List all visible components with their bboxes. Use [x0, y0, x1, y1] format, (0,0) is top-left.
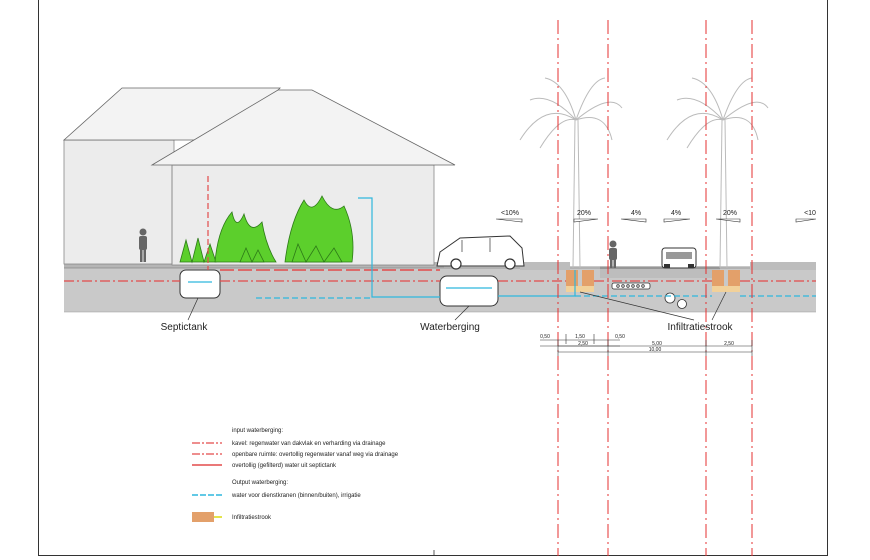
sheet-border — [38, 0, 828, 556]
infiltration-label: Infiltratiestrook — [667, 322, 733, 333]
dimension-label: 0,50 — [540, 334, 550, 340]
palm-tree-right — [666, 77, 769, 269]
slope-labels: <10% 20% 4% 4% 20% <10 — [501, 210, 816, 217]
slope-label: <10 — [804, 210, 816, 217]
legend-item: Infiltratiestrook — [232, 515, 272, 521]
storage-label: Waterberging — [420, 322, 480, 333]
slope-label: 4% — [671, 210, 681, 217]
slope-markers — [495, 218, 817, 223]
dimension-label: 5,00 — [652, 341, 662, 347]
slope-label: 4% — [631, 210, 641, 217]
garden-plants — [179, 195, 354, 264]
legend-item: openbare ruimte: overtollig regenwater v… — [232, 452, 399, 458]
legend: input waterberging: kavel: regenwater va… — [192, 428, 399, 522]
leader-lines — [187, 291, 727, 321]
dimension-lines — [540, 334, 753, 356]
dimension-label: 2,50 — [578, 341, 588, 347]
legend-input-title: input waterberging: — [232, 428, 283, 434]
septic-tank — [179, 269, 221, 299]
input-drainage-lines — [64, 176, 816, 282]
dimension-label: 0,50 — [615, 334, 625, 340]
dimension-labels: 0,50 1,50 0,50 2,50 5,00 2,50 10,00 — [540, 334, 734, 353]
infiltration-strip-right — [712, 270, 740, 292]
person-figure-road — [609, 240, 617, 268]
septic-label: Septictank — [161, 322, 209, 333]
legend-output-title: Output waterberging: — [232, 480, 288, 486]
dimension-label: 2,50 — [724, 341, 734, 347]
right-sidewalk — [750, 262, 816, 270]
legend-item: overtollig (gefilterd) water uit septict… — [232, 463, 337, 469]
car-side — [436, 235, 525, 270]
person-figure — [139, 228, 147, 262]
water-storage-tank — [439, 275, 499, 307]
legend-item: water voor dienstkranen (binnen/buiten),… — [231, 493, 361, 499]
dimension-label: 1,50 — [575, 334, 585, 340]
axis-lines — [557, 20, 753, 556]
road-surface — [600, 266, 720, 278]
dimension-label: 10,00 — [649, 347, 662, 353]
car-front — [661, 247, 697, 269]
slope-label: 20% — [723, 210, 737, 217]
palm-tree-left — [519, 77, 623, 269]
legend-strip-swatch — [192, 512, 214, 522]
legend-item: kavel: regenwater van dakvlak en verhard… — [232, 441, 386, 447]
left-sidewalk — [520, 262, 570, 270]
slope-label: 20% — [577, 210, 591, 217]
output-water-lines — [256, 197, 816, 299]
slope-label: <10% — [501, 210, 519, 217]
